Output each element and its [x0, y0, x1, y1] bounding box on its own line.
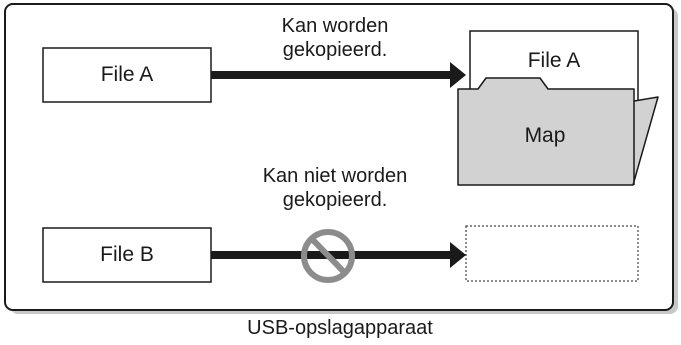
- copy-arrow-top: [211, 62, 466, 88]
- copy-ok-line-2: gekopieerd.: [282, 39, 388, 61]
- copy-fail-line-2: gekopieerd.: [282, 189, 388, 211]
- prohibited-icon: [301, 229, 355, 283]
- device-label: USB-opslagapparaat: [247, 317, 433, 339]
- file-a-label: File A: [100, 63, 154, 86]
- folder-icon: [457, 30, 659, 186]
- empty-destination-box: [465, 225, 639, 282]
- copy-fail-line-1: Kan niet worden: [262, 165, 408, 187]
- copy-arrow-bottom: [211, 242, 466, 268]
- file-a-box: [42, 47, 212, 103]
- file-b-label: File B: [100, 243, 154, 266]
- folder-label: Map: [524, 124, 566, 147]
- copy-ok-line-1: Kan worden: [281, 15, 389, 37]
- folder-document-label: File A: [527, 49, 581, 72]
